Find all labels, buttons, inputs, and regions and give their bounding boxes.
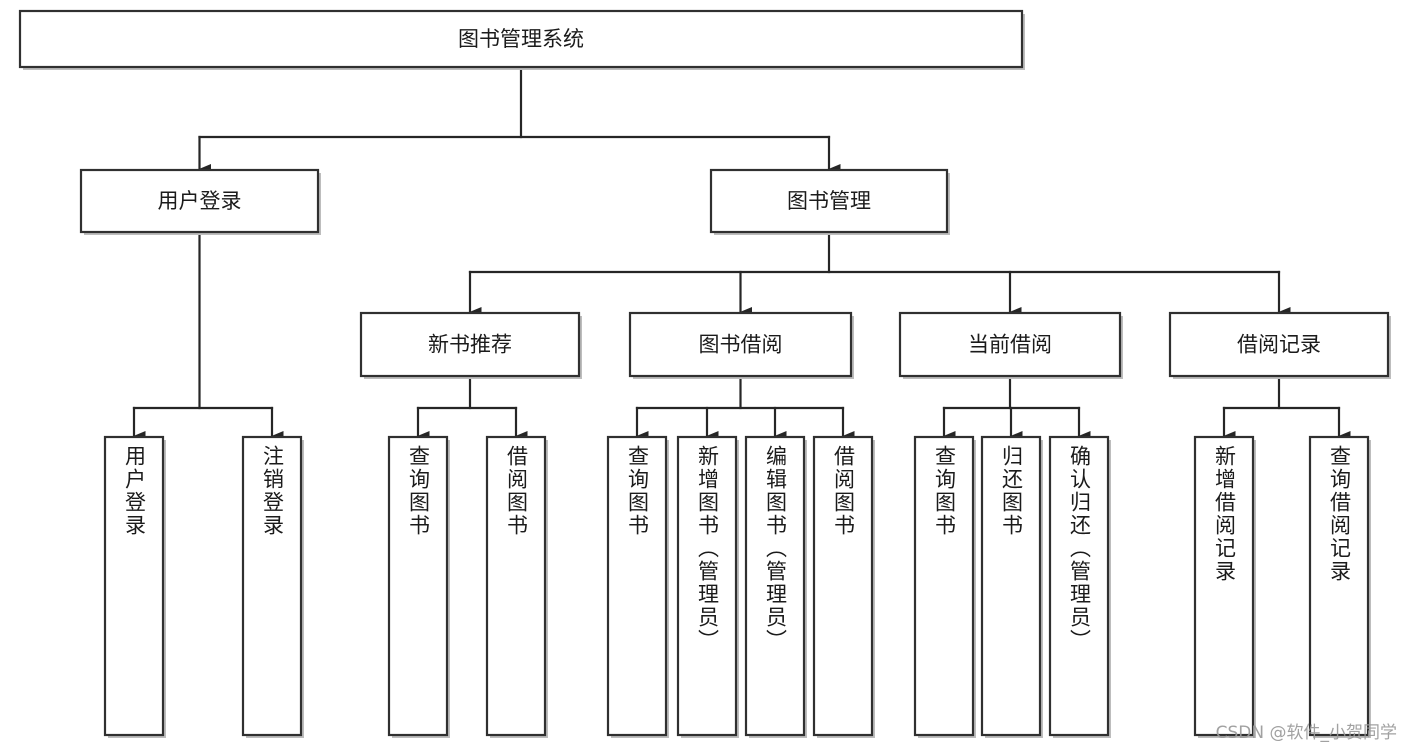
- node-leaf-logout[interactable]: [241, 435, 304, 738]
- node-label: 用户登录: [158, 189, 242, 213]
- node-label: 借阅记录: [1237, 333, 1321, 357]
- connector-root-to-level1: [198, 65, 841, 174]
- node-root[interactable]: 图书管理系统: [18, 9, 1025, 70]
- node-leaf-add-record[interactable]: [1193, 435, 1256, 738]
- connector-borrow-record-to-leaves: [1222, 374, 1351, 441]
- node-leaf-query-book-1[interactable]: [387, 435, 450, 738]
- node-leaf-borrow-book-1[interactable]: [485, 435, 548, 738]
- node-label: 当前借阅: [968, 333, 1052, 357]
- connector-book-manage-to-level2: [468, 230, 1291, 317]
- connector-book-borrow-to-leaves: [635, 374, 855, 441]
- node-leaf-query-record[interactable]: [1308, 435, 1371, 738]
- connector-layer: [132, 65, 1351, 441]
- node-new-book-recommend[interactable]: 新书推荐: [359, 311, 582, 379]
- connector-user-login-to-leaves: [132, 230, 284, 441]
- node-leaf-user-login[interactable]: [103, 435, 166, 738]
- node-book-borrow[interactable]: 图书借阅: [628, 311, 854, 379]
- node-leaf-edit-book[interactable]: [744, 435, 807, 738]
- node-label: 图书借阅: [699, 333, 783, 357]
- node-label: 图书管理系统: [458, 27, 584, 51]
- node-label: 图书管理: [787, 189, 871, 213]
- node-current-borrow[interactable]: 当前借阅: [898, 311, 1123, 379]
- connector-new-book-recommend-to-leaves: [416, 374, 528, 441]
- node-leaf-query-book-3[interactable]: [913, 435, 976, 738]
- node-user-login[interactable]: 用户登录: [79, 168, 321, 235]
- node-book-manage[interactable]: 图书管理: [709, 168, 950, 235]
- node-leaf-borrow-book-2[interactable]: [812, 435, 875, 738]
- node-leaf-query-book-2[interactable]: [606, 435, 669, 738]
- node-leaf-return-book[interactable]: [980, 435, 1043, 738]
- connector-current-borrow-to-leaves: [942, 374, 1091, 441]
- node-leaf-add-book[interactable]: [676, 435, 739, 738]
- node-label: 新书推荐: [428, 333, 512, 357]
- node-leaf-confirm-return[interactable]: [1048, 435, 1111, 738]
- watermark: CSDN @软件_小贺同学: [1215, 723, 1397, 743]
- node-borrow-record[interactable]: 借阅记录: [1168, 311, 1391, 379]
